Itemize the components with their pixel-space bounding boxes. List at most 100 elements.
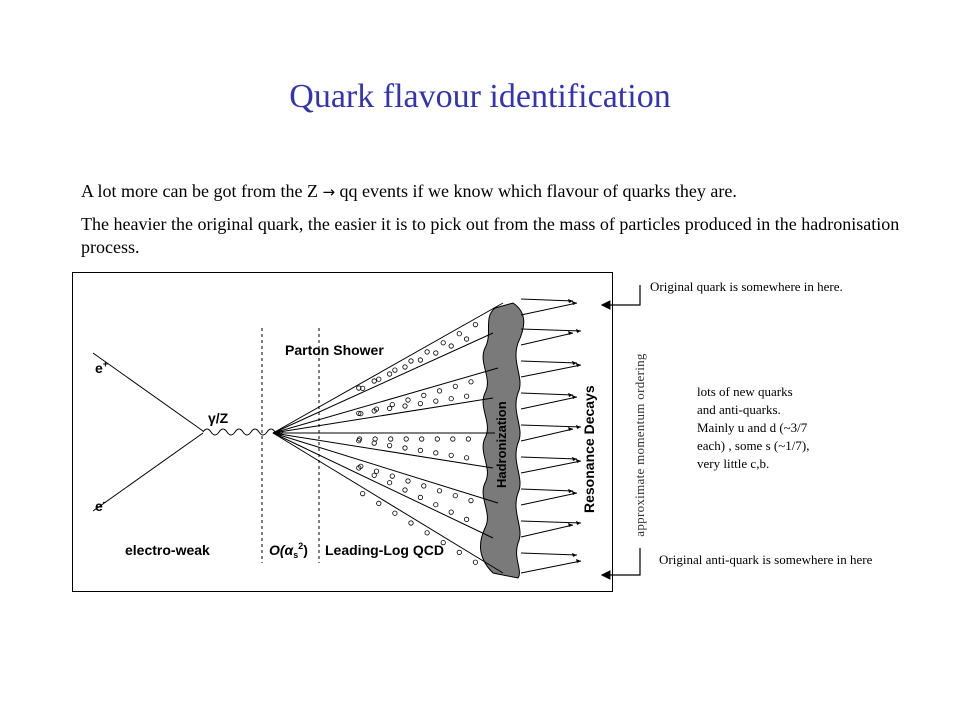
- gluon-loop: [417, 357, 423, 363]
- track-arrowhead: [568, 331, 573, 335]
- gluon-loop: [448, 509, 454, 515]
- gluon-loop: [371, 440, 377, 446]
- hadron-track: [520, 364, 582, 378]
- hadron-track: [520, 328, 582, 332]
- gluon-loop: [434, 436, 440, 442]
- gluon-loop: [440, 539, 446, 546]
- leading-log-label: Leading-Log QCD: [325, 542, 444, 558]
- shower-line: [272, 302, 504, 434]
- track-arrowhead: [572, 553, 577, 557]
- electro-weak-label: electro-weak: [125, 542, 210, 558]
- track-arrowhead: [576, 425, 581, 429]
- gluon-loop: [450, 436, 456, 442]
- gluon-loop: [465, 436, 471, 442]
- gluon-loop: [456, 331, 462, 337]
- gluon-loop: [433, 450, 439, 456]
- gluon-loop: [356, 465, 362, 471]
- gluon-loop: [436, 388, 443, 394]
- gluon-loop: [421, 392, 427, 399]
- gluon-loop: [419, 436, 425, 442]
- shower-line: [272, 397, 494, 434]
- right-arrow-icon: →: [322, 183, 336, 201]
- shower-line: [272, 367, 499, 434]
- track-arrowhead: [576, 329, 581, 333]
- gluon-loop: [386, 480, 393, 486]
- heavier-quark-paragraph: The heavier the original quark, the easi…: [81, 214, 900, 257]
- gluon-loop: [463, 393, 470, 399]
- track-arrowhead: [572, 395, 577, 399]
- note-line: lots of new quarks: [697, 384, 793, 399]
- gluon-loop: [392, 510, 398, 516]
- note-line: Mainly u and d (~3/7: [697, 420, 808, 435]
- hadron-track: [520, 302, 578, 316]
- hadron-track: [520, 424, 582, 428]
- gluon-loop: [392, 367, 398, 373]
- shower-line: [272, 432, 494, 469]
- event-diagram: e+ e- γ/Z Parton Shower Hadronization Re…: [72, 272, 613, 592]
- gluon-loop: [386, 405, 393, 411]
- hadron-track: [520, 396, 578, 410]
- gluon-loop: [433, 398, 439, 404]
- hadron-track: [520, 392, 574, 396]
- original-quark-note: Original quark is somewhere in here.: [650, 279, 843, 294]
- hadron-track: [520, 524, 574, 538]
- track-arrowhead: [572, 491, 577, 495]
- hadronization-label: Hadronization: [494, 401, 509, 488]
- track-arrowhead: [572, 361, 577, 365]
- gluon-loop: [371, 408, 377, 414]
- e-plus-beam: [92, 352, 204, 432]
- note-line: very little c,b.: [697, 456, 770, 471]
- track-arrowhead: [568, 523, 573, 527]
- gluon-loop: [424, 530, 430, 536]
- hadron-track: [520, 492, 578, 506]
- page-title: Quark flavour identification: [289, 78, 671, 115]
- track-arrowhead: [568, 427, 573, 431]
- shower-line: [272, 432, 499, 504]
- gluon-loop: [373, 468, 380, 474]
- gluon-loop: [371, 378, 377, 384]
- note-line: and anti-quarks.: [697, 402, 781, 417]
- gluon-loop: [436, 488, 443, 494]
- shower-line: [272, 332, 494, 434]
- track-arrowhead: [576, 559, 581, 563]
- gluon-loop: [408, 520, 414, 526]
- e-minus-beam: [92, 432, 204, 512]
- hadron-track: [520, 560, 582, 574]
- boson-propagator: [202, 428, 284, 436]
- track-arrowhead: [576, 363, 581, 367]
- shower-line: [272, 432, 494, 539]
- track-arrowhead: [572, 457, 577, 461]
- gluon-loop: [402, 403, 408, 409]
- e-minus-label: e-: [95, 497, 106, 514]
- gluon-loop: [472, 559, 478, 565]
- hadron-track: [520, 552, 578, 556]
- gluon-loop: [358, 411, 364, 417]
- gluon-loop: [452, 383, 458, 389]
- resonance-decays-label: Resonance Decays: [581, 385, 597, 513]
- hadron-track: [520, 298, 574, 302]
- track-arrowhead: [572, 301, 577, 305]
- gluon-loop: [402, 445, 408, 451]
- gluon-loop: [389, 473, 395, 479]
- parton-shower-label: Parton Shower: [285, 342, 384, 358]
- track-arrowhead: [568, 489, 573, 493]
- gluon-loop: [356, 438, 362, 444]
- gluon-loop: [386, 371, 393, 377]
- gluon-loop: [405, 478, 411, 484]
- track-arrowhead: [568, 299, 573, 303]
- hadron-track: [520, 520, 582, 524]
- gluon-loop: [456, 549, 462, 555]
- gluon-loop: [440, 340, 446, 346]
- gluon-loop: [417, 494, 423, 500]
- gluon-loop: [463, 516, 470, 522]
- gluon-loop: [463, 455, 470, 461]
- gluon-loop: [468, 379, 474, 385]
- gluon-loop: [402, 364, 408, 370]
- intro-text-end: qq events if we know which flavour of qu…: [335, 181, 737, 201]
- event-diagram-svg: e+ e- γ/Z Parton Shower Hadronization Re…: [92, 298, 597, 579]
- parton-shower-lines: [272, 302, 504, 574]
- original-antiquark-note: Original anti-quark is somewhere in here: [659, 552, 873, 567]
- gluon-loop: [424, 349, 430, 355]
- intro-text-start: A lot more can be got from the Z: [81, 181, 323, 201]
- hadron-track: [520, 360, 578, 364]
